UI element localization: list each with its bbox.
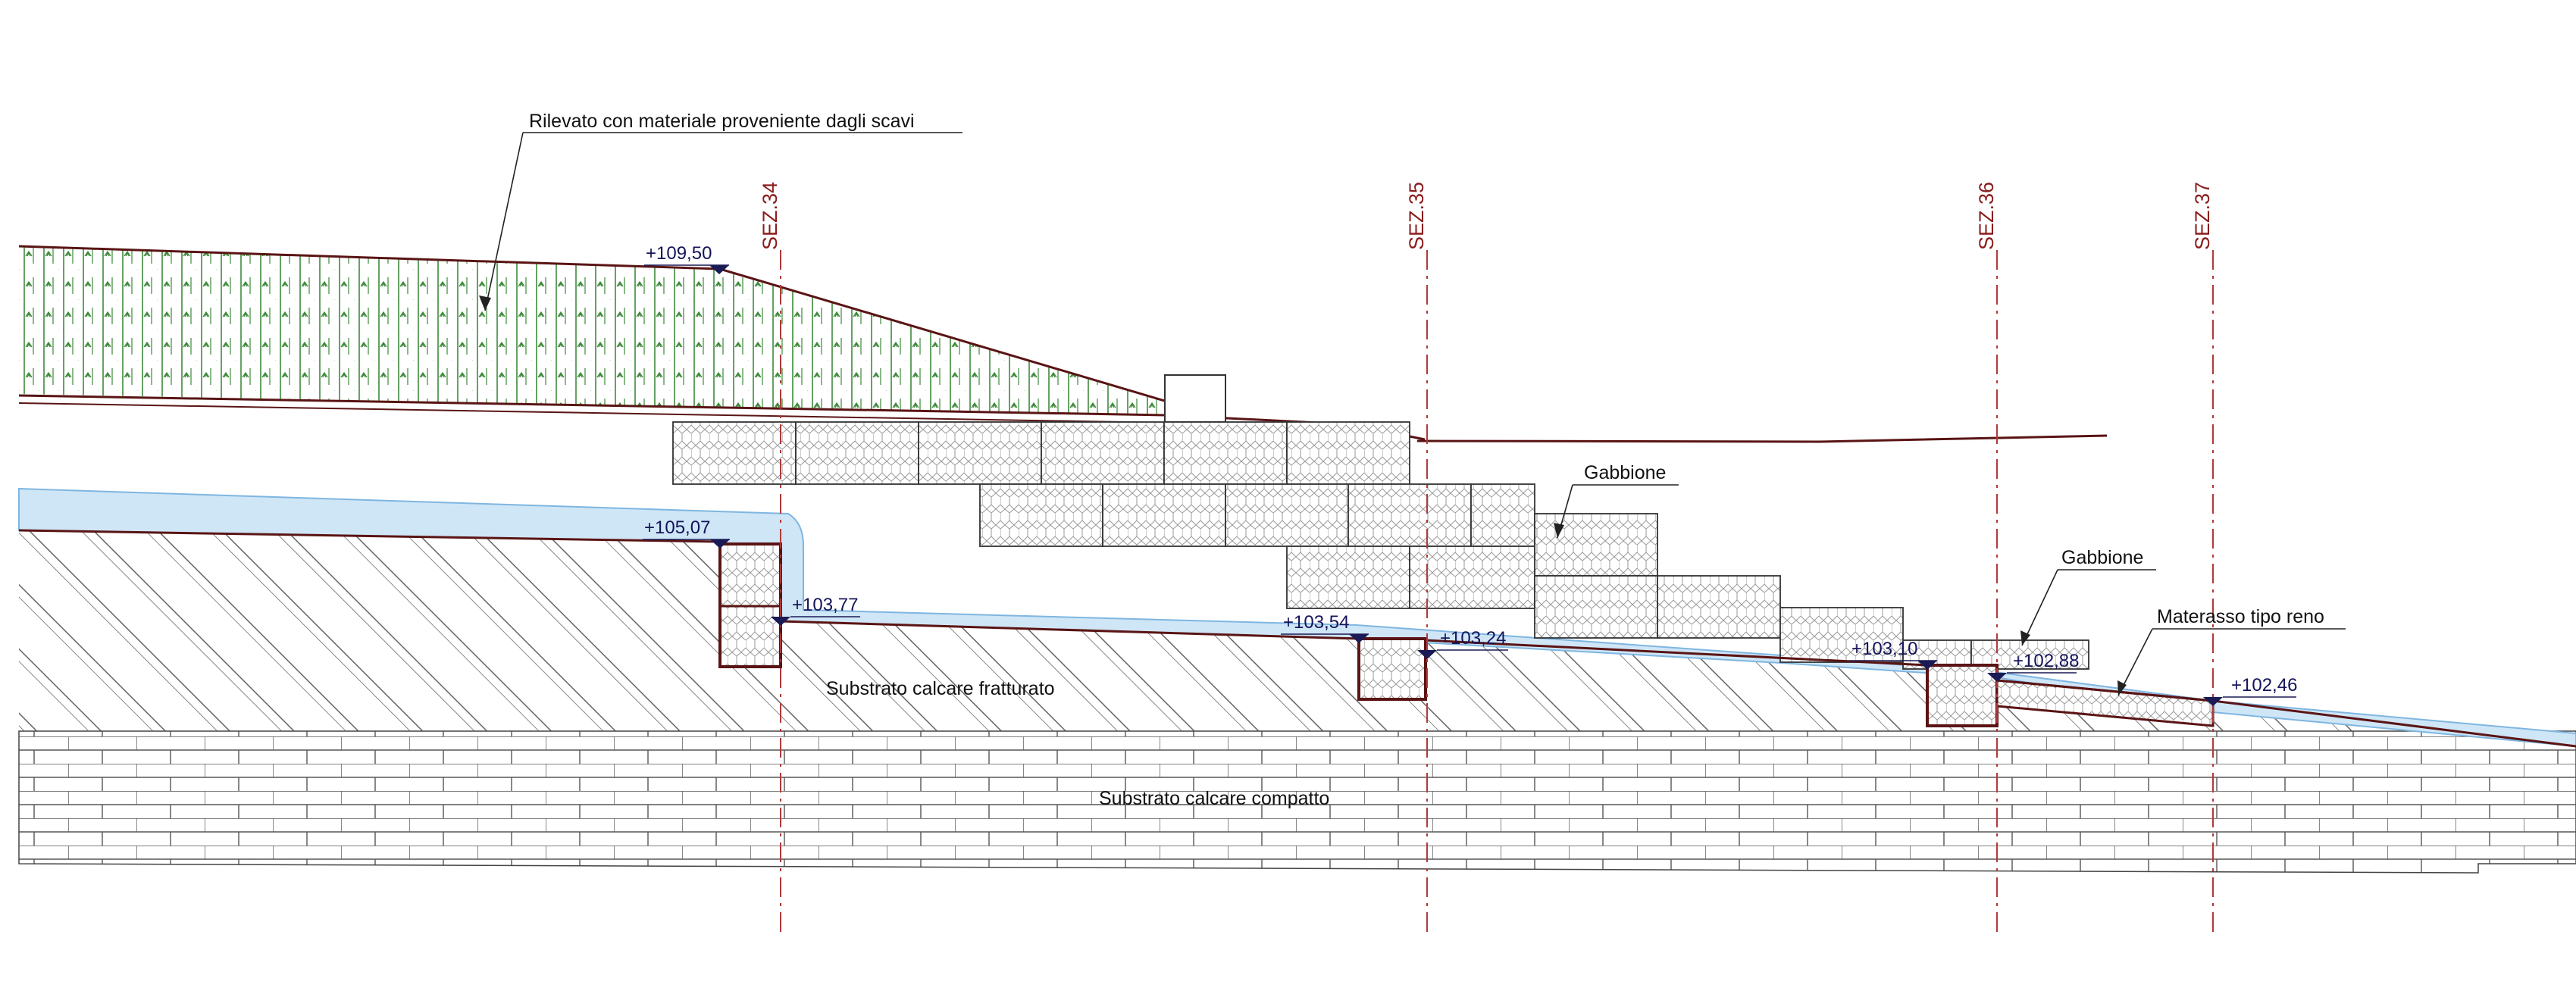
elevation-label: +105,07 xyxy=(644,517,710,538)
gabbione-label: Gabbione xyxy=(2061,547,2143,568)
substrato-compatto-area xyxy=(18,730,2576,874)
elevation-markers xyxy=(709,265,2223,706)
elevation-label: +102,46 xyxy=(2231,675,2297,696)
substrato-compatto-label: Substrato calcare compatto xyxy=(1099,788,1329,809)
water-channel xyxy=(18,487,2576,748)
elevation-label: +103,10 xyxy=(1851,639,1917,659)
rilevato-area xyxy=(19,246,1167,415)
section-lines xyxy=(780,250,2214,932)
elevation-leaders xyxy=(643,264,2296,698)
section-label: SEZ.37 xyxy=(2191,182,2214,250)
ground-line-right xyxy=(1416,434,2108,443)
rilevato-label: Rilevato con materiale proveniente dagli… xyxy=(529,111,915,132)
elevation-label: +102,88 xyxy=(2013,651,2079,671)
callout-leaders xyxy=(484,132,2346,696)
section-label: SEZ.36 xyxy=(1975,182,1998,250)
concrete-block xyxy=(1164,374,1226,423)
ground-line-left-2 xyxy=(18,402,1168,424)
elevation-label: +103,24 xyxy=(1440,628,1506,649)
section-label: SEZ.34 xyxy=(759,182,781,250)
gabbione-label: Gabbione xyxy=(1584,462,1666,483)
materasso-label: Materasso tipo reno xyxy=(2157,606,2324,627)
callout-arrows xyxy=(479,295,2127,696)
section-label: SEZ.35 xyxy=(1405,182,1428,250)
elevation-label: +103,54 xyxy=(1283,612,1349,633)
substrato-fratturato-label: Substrato calcare fratturato xyxy=(826,678,1055,699)
elevation-label: +109,50 xyxy=(646,243,712,264)
elevation-label: +103,77 xyxy=(792,595,858,615)
gabion-wall xyxy=(672,421,2089,670)
fractured-top-line xyxy=(18,529,2576,748)
